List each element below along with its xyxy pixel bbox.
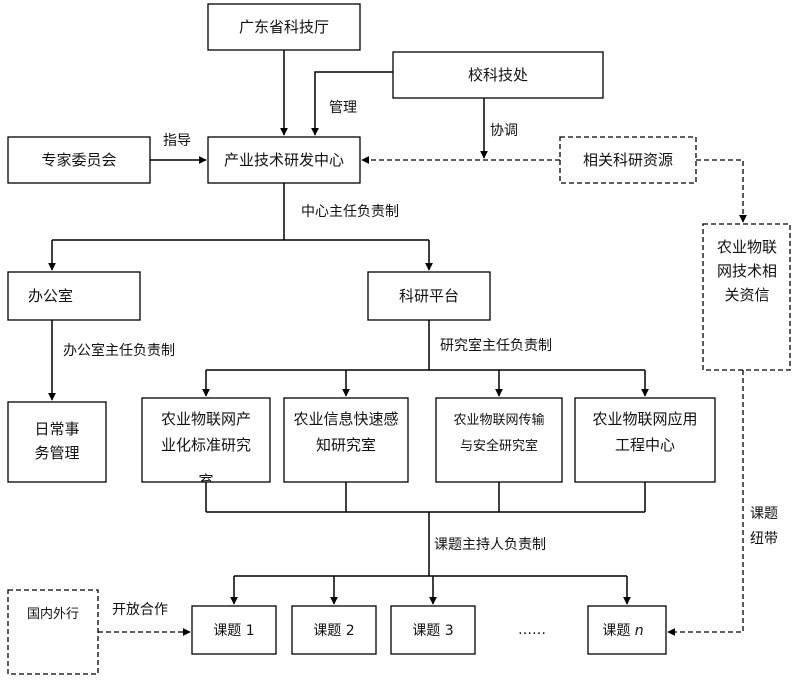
expert-committee-node: 专家委员会 xyxy=(7,136,151,184)
edge-resources-to-iot xyxy=(696,159,747,223)
related-resources-node: 相关科研资源 xyxy=(559,136,697,184)
school-office-label: 校科技处 xyxy=(468,66,528,84)
iot-resources-node: 农业物联 网技术相 关资信 xyxy=(702,223,791,371)
daily-affairs-node: 日常事 务管理 xyxy=(7,401,107,483)
daily-affairs-line2: 务管理 xyxy=(34,444,79,462)
project3-node: 课题 3 xyxy=(390,605,476,655)
label-project-link-1: 课题 xyxy=(750,506,778,522)
lab4-node: 农业物联网应用 工程中心 xyxy=(574,397,716,483)
label-lab-director: 研究室主任负责制 xyxy=(440,337,552,354)
lab3-line2: 与安全研究室 xyxy=(460,438,538,454)
lab4-line2: 工程中心 xyxy=(615,436,675,454)
projectn-node: 课题 n xyxy=(587,605,667,655)
research-platform-node: 科研平台 xyxy=(367,271,491,321)
projects-ellipsis: …… xyxy=(518,622,546,638)
lab3-node: 农业物联网传输 与安全研究室 xyxy=(435,397,563,483)
edge-school-to-center xyxy=(311,71,393,136)
label-project-link-2: 纽带 xyxy=(750,531,778,547)
office-node: 办公室 xyxy=(7,271,141,321)
domestic-peers-node: 国内外行 xyxy=(7,589,99,675)
label-open-cooperation: 开放合作 xyxy=(112,602,168,618)
project1-node: 课题 1 xyxy=(191,605,277,655)
iot-resources-line3: 关资信 xyxy=(724,286,769,304)
label-guide: 指导 xyxy=(163,133,191,149)
center-node: 产业技术研发中心 xyxy=(207,136,361,184)
label-manage: 管理 xyxy=(329,100,357,116)
project3-label: 课题 3 xyxy=(412,623,453,639)
lab1-line3: 室 xyxy=(198,472,213,490)
daily-affairs-line1: 日常事 xyxy=(34,420,79,438)
lab1-line2: 业化标准研究 xyxy=(161,436,251,454)
lab2-line1: 农业信息快速感 xyxy=(293,410,398,428)
iot-resources-line2: 网技术相 xyxy=(717,262,777,280)
expert-committee-label: 专家委员会 xyxy=(41,151,116,169)
label-project-leader: 课题主持人负责制 xyxy=(434,537,546,553)
project1-label: 课题 1 xyxy=(213,623,254,639)
project2-node: 课题 2 xyxy=(291,605,377,655)
provincial-dept-label: 广东省科技厅 xyxy=(239,18,329,36)
lab2-line2: 知研究室 xyxy=(316,436,376,454)
lab4-line1: 农业物联网应用 xyxy=(592,410,697,428)
domestic-peers-label: 国内外行 xyxy=(27,606,79,622)
label-coordinate: 协调 xyxy=(490,123,518,139)
school-office-node: 校科技处 xyxy=(392,51,604,99)
label-office-director: 办公室主任负责制 xyxy=(63,342,175,359)
iot-resources-line1: 农业物联 xyxy=(717,238,777,256)
related-resources-label: 相关科研资源 xyxy=(583,151,673,169)
projectn-label: 课题 n xyxy=(602,623,643,639)
edge-iot-to-projectn xyxy=(667,370,744,636)
lab2-node: 农业信息快速感 知研究室 xyxy=(283,397,409,483)
provincial-dept-node: 广东省科技厅 xyxy=(207,3,361,51)
projectn-label-var: n xyxy=(635,623,644,639)
research-platform-label: 科研平台 xyxy=(399,287,459,305)
center-label: 产业技术研发中心 xyxy=(224,151,344,169)
label-center-director: 中心主任负责制 xyxy=(301,204,399,220)
office-label: 办公室 xyxy=(28,287,73,305)
lab3-line1: 农业物联网传输 xyxy=(453,412,544,428)
lab1-line1: 农业物联网产 xyxy=(161,410,251,428)
lab1-node: 农业物联网产 业化标准研究 室 xyxy=(141,397,271,490)
projectn-label-text: 课题 xyxy=(602,623,634,639)
project2-label: 课题 2 xyxy=(313,623,354,639)
